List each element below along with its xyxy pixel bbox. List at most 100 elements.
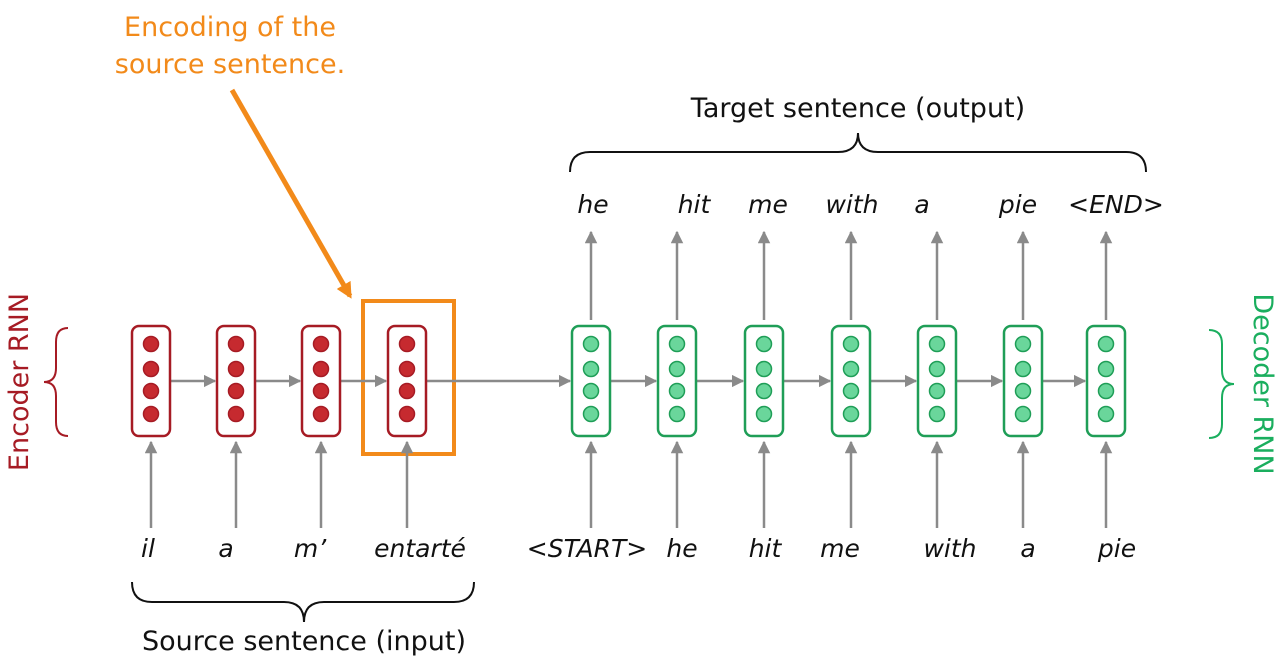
decoder-cell-5 (916, 324, 958, 438)
encoder-cell-2 (215, 324, 257, 438)
encoder-cell-1 (130, 324, 172, 438)
encoder-cells (130, 324, 428, 438)
encoder-cell-3-unit-1 (312, 335, 330, 353)
encoder-cell-4-unit-1 (398, 335, 416, 353)
decoder-cell-2-unit-2 (668, 360, 686, 378)
encoder-cell-2-unit-3 (227, 382, 245, 400)
target-word-7: <END> (1068, 190, 1164, 219)
decoder-cell-2-box (656, 324, 698, 438)
encoder-cell-3-unit-2 (312, 360, 330, 378)
decoder-cell-7-unit-1 (1097, 335, 1115, 353)
encoder-cell-3-unit-4 (312, 405, 330, 423)
decoder-input-word-2: he (666, 534, 697, 563)
encoder-cell-2-unit-2 (227, 360, 245, 378)
decoder-cell-2-unit-4 (668, 405, 686, 423)
source-word-3: m’ (294, 534, 327, 563)
decoder-cell-1 (570, 324, 612, 438)
words-layer: il a m’ entarté <START> he hit me with a pie he hit m… (141, 190, 1164, 563)
encoder-cell-1-box (130, 324, 172, 438)
decoder-cell-2-unit-3 (668, 382, 686, 400)
decoder-cell-6-box (1002, 324, 1044, 438)
encoder-side-brace (43, 327, 69, 437)
decoder-cell-4-unit-1 (842, 335, 860, 353)
decoder-cell-7-unit-4 (1097, 405, 1115, 423)
encoder-rnn-label: Encoder RNN (4, 293, 35, 471)
decoder-cell-5-unit-2 (928, 360, 946, 378)
encoder-cell-3-box (300, 324, 342, 438)
encoder-cell-2-unit-4 (227, 405, 245, 423)
decoder-cell-5-unit-3 (928, 382, 946, 400)
decoder-cell-2 (656, 324, 698, 438)
encoder-cell-1-unit-2 (142, 360, 160, 378)
encoder-cell-4-unit-4 (398, 405, 416, 423)
source-sentence-label: Source sentence (input) (142, 626, 466, 657)
encoder-cell-4 (386, 324, 428, 438)
target-word-2: hit (678, 190, 712, 219)
encoder-cell-1-unit-1 (142, 335, 160, 353)
decoder-input-word-1: <START> (527, 534, 647, 563)
encoder-cell-4-box (386, 324, 428, 438)
decoder-cell-3-unit-4 (755, 405, 773, 423)
decoder-input-word-5: with (923, 534, 976, 563)
decoder-cell-1-unit-3 (582, 382, 600, 400)
encoder-cell-1-unit-3 (142, 382, 160, 400)
decoder-input-word-3: hit (749, 534, 783, 563)
decoder-cell-4-box (830, 324, 872, 438)
decoder-cell-1-box (570, 324, 612, 438)
annotation-line-2: source sentence. (115, 49, 345, 80)
arrows-layer (144, 230, 1113, 528)
source-word-1: il (141, 534, 155, 563)
encoder-cell-2-unit-1 (227, 335, 245, 353)
decoder-cell-3-unit-2 (755, 360, 773, 378)
encoder-cell-4-unit-2 (398, 360, 416, 378)
decoder-cell-4 (830, 324, 872, 438)
decoder-cell-3-unit-3 (755, 382, 773, 400)
target-sentence-label: Target sentence (output) (690, 93, 1025, 124)
encoder-cell-3-unit-3 (312, 382, 330, 400)
source-word-2: a (218, 534, 233, 563)
decoder-cell-7-box (1085, 324, 1127, 438)
target-brace (569, 132, 1147, 173)
decoder-cell-6-unit-2 (1014, 360, 1032, 378)
target-word-3: me (748, 190, 788, 219)
encoding-highlight-box (361, 299, 456, 456)
decoder-cell-7 (1085, 324, 1127, 438)
encoder-cell-3 (300, 324, 342, 438)
decoder-rnn-label: Decoder RNN (1247, 293, 1278, 474)
encoder-cell-4-unit-3 (398, 382, 416, 400)
decoder-input-word-7: pie (1097, 534, 1136, 563)
source-word-4: entarté (374, 534, 466, 563)
decoder-cell-3-box (743, 324, 785, 438)
target-word-5: a (914, 190, 929, 219)
decoder-cell-6-unit-4 (1014, 405, 1032, 423)
decoder-cell-2-unit-1 (668, 335, 686, 353)
target-word-6: pie (998, 190, 1037, 219)
annotation-line-1: Encoding of the (124, 12, 336, 43)
decoder-input-word-4: me (820, 534, 860, 563)
decoder-cell-1-unit-4 (582, 405, 600, 423)
decoder-cell-4-unit-4 (842, 405, 860, 423)
decoder-cell-1-unit-1 (582, 335, 600, 353)
decoder-side-brace (1208, 329, 1235, 439)
decoder-cell-4-unit-3 (842, 382, 860, 400)
decoder-cell-3-unit-1 (755, 335, 773, 353)
target-word-4: with (825, 190, 878, 219)
decoder-cell-1-unit-2 (582, 360, 600, 378)
annotation-arrow (229, 88, 353, 299)
decoder-cell-6 (1002, 324, 1044, 438)
decoder-cell-7-unit-2 (1097, 360, 1115, 378)
decoder-cell-5-unit-1 (928, 335, 946, 353)
decoder-cell-6-unit-1 (1014, 335, 1032, 353)
decoder-cells (570, 324, 1127, 438)
decoder-cell-5-unit-4 (928, 405, 946, 423)
target-word-1: he (577, 190, 608, 219)
decoder-input-word-6: a (1020, 534, 1035, 563)
encoder-cell-2-box (215, 324, 257, 438)
source-brace (131, 581, 475, 623)
decoder-cell-3 (743, 324, 785, 438)
decoder-cell-5-box (916, 324, 958, 438)
decoder-cell-7-unit-3 (1097, 382, 1115, 400)
decoder-cell-6-unit-3 (1014, 382, 1032, 400)
